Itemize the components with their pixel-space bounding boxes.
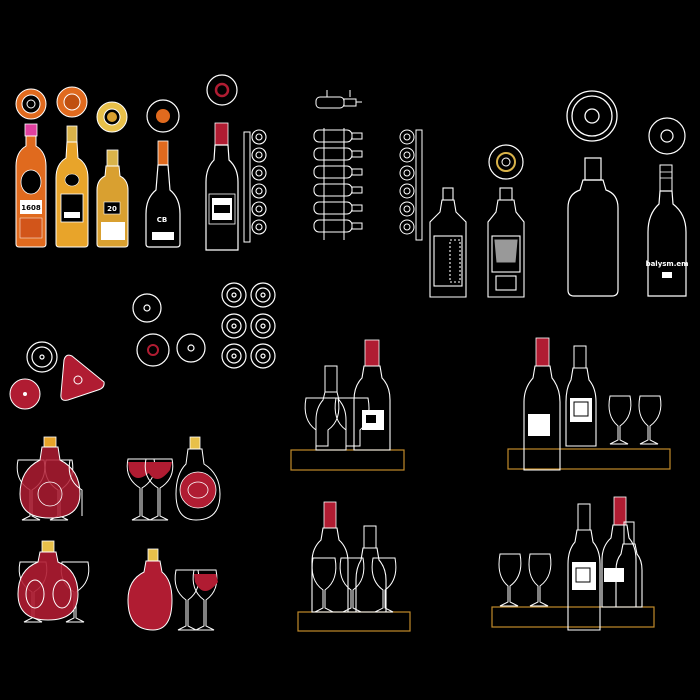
display-shelf-icon — [297, 501, 411, 632]
coaster-icon — [132, 293, 162, 323]
liquor-bottle-icon — [55, 125, 89, 248]
liquor-bottle-icon: 20 — [96, 149, 129, 248]
champagne-bottle-icon: CB — [145, 140, 181, 248]
wine-rack-icon — [313, 128, 363, 240]
coaster-icon — [221, 282, 276, 369]
bottle-label-text: balysm.em — [646, 260, 689, 268]
coaster-icon — [60, 354, 105, 401]
wine-rack-icon — [315, 90, 362, 109]
bottle-cap-icon — [566, 90, 618, 142]
display-shelf-icon — [290, 339, 405, 471]
wine-bottle-icon — [205, 122, 239, 251]
coaster-icon — [26, 341, 58, 373]
coaster-icon — [176, 333, 206, 363]
bottle-label-text: CB — [157, 216, 167, 224]
wine-rack-icon — [243, 129, 267, 243]
wine-bottle-icon: balysm.em — [646, 164, 689, 297]
decanter-icon — [126, 436, 221, 521]
coaster-icon — [136, 333, 170, 367]
bottle-cap-icon — [488, 144, 524, 180]
whisky-bottle-icon — [429, 187, 467, 298]
whisky-bottle-icon — [487, 187, 525, 298]
bottle-cap-icon — [96, 101, 128, 133]
liquor-bottle-icon — [567, 157, 619, 297]
bottle-label-text: 1608 — [21, 204, 41, 212]
bottle-cap-icon — [146, 99, 180, 133]
display-shelf-icon — [507, 337, 671, 471]
display-shelf-icon — [491, 496, 655, 631]
bottle-cap-icon — [648, 117, 686, 155]
wine-rack-icon — [399, 129, 423, 241]
coaster-icon — [9, 378, 41, 410]
bottle-cap-icon — [56, 86, 88, 118]
bottle-label-text: 20 — [107, 205, 117, 213]
decanter-icon — [127, 548, 218, 631]
decanter-icon — [16, 436, 83, 521]
bottle-caps-row — [15, 74, 238, 133]
bottle-cap-icon — [15, 88, 47, 120]
decanter-icon — [17, 540, 90, 623]
bottle-cap-icon — [206, 74, 238, 106]
liquor-bottle-icon: 1608 — [15, 123, 47, 248]
